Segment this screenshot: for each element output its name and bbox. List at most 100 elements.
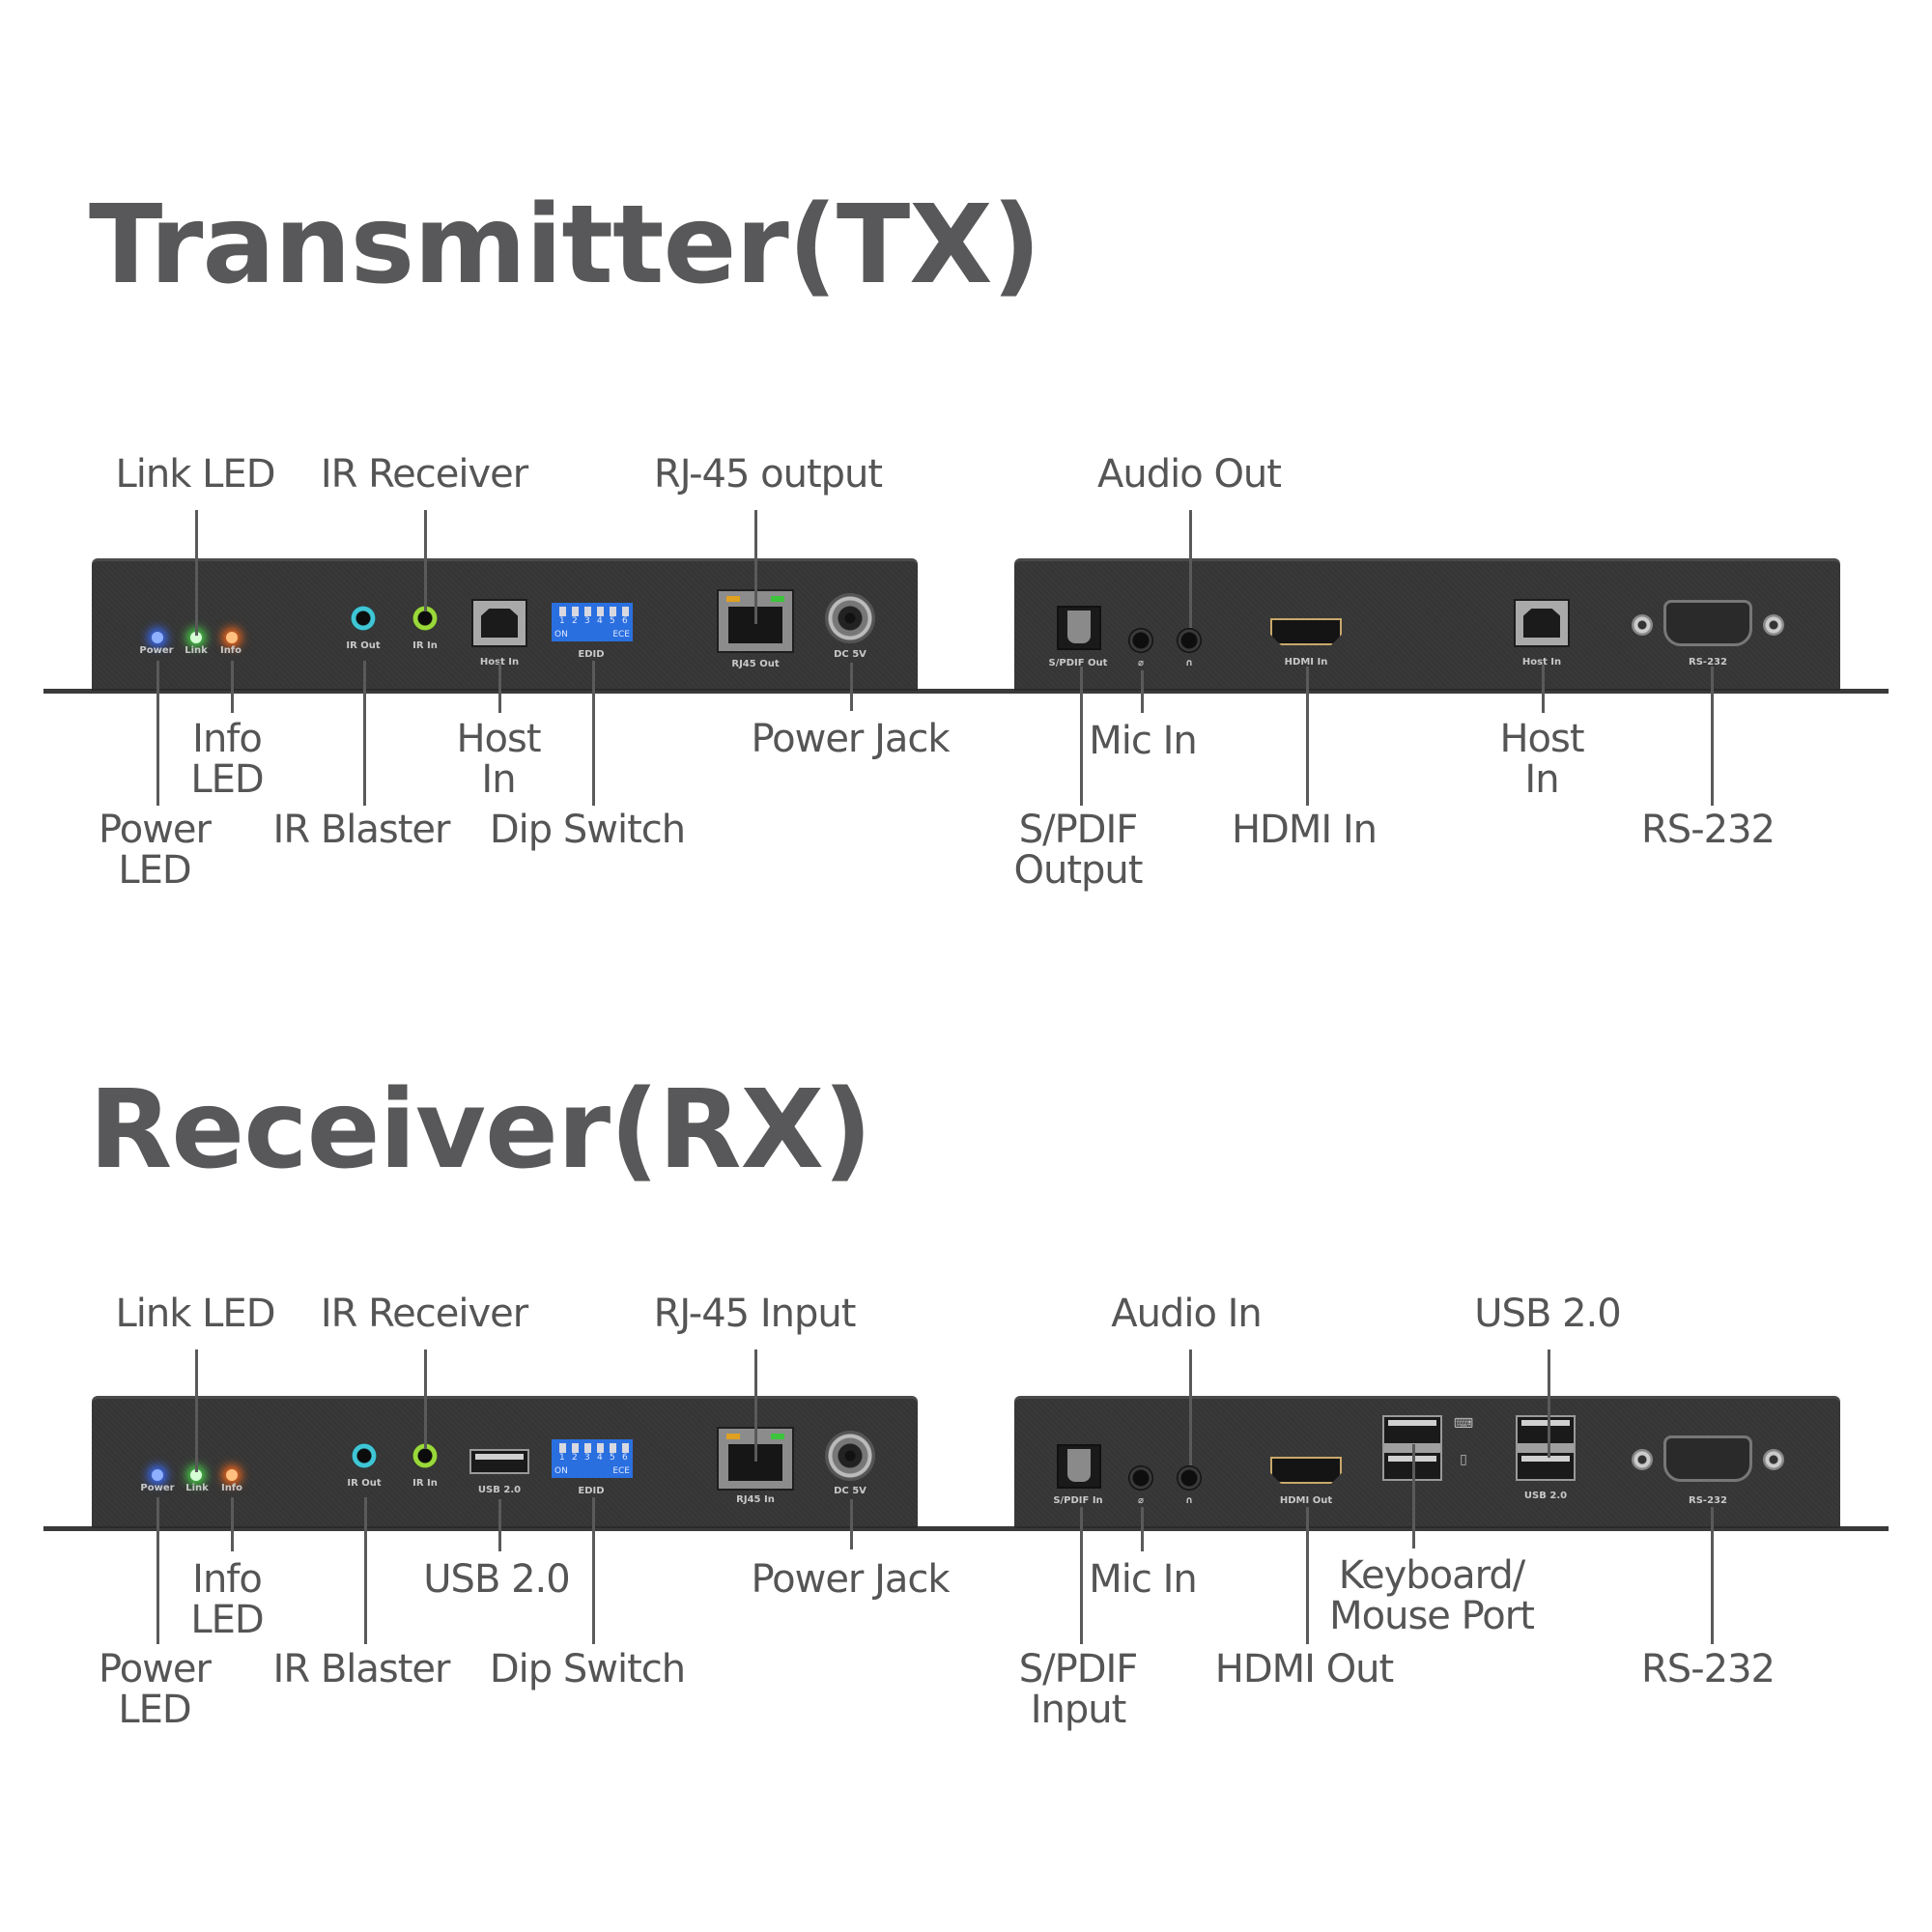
- dip-on-label: ON: [554, 630, 568, 639]
- rj45-link-led: [771, 596, 784, 602]
- rj45-activity-led: [726, 596, 740, 602]
- callout-info-led: Info LED: [190, 1557, 264, 1642]
- silk-rs232: RS-232: [1689, 657, 1727, 668]
- headphone-icon: ∩: [1184, 658, 1194, 668]
- usb-stack-icon: [1516, 1415, 1576, 1481]
- silk-ir-out: IR Out: [347, 1478, 382, 1489]
- silk-dc-5v: DC 5V: [834, 649, 867, 660]
- callout-audio-out: Audio Out: [1097, 452, 1282, 497]
- leader-line: [1080, 667, 1083, 806]
- silk-ir-out: IR Out: [346, 640, 381, 651]
- dip-toggle: [610, 1443, 616, 1453]
- leader-line: [850, 663, 853, 711]
- rx-rear-baseplate: [966, 1526, 1889, 1531]
- silk-power: Power: [140, 1483, 175, 1493]
- leader-line: [195, 1350, 198, 1472]
- callout-mic-in: Mic In: [1089, 1557, 1197, 1602]
- dip-number: 2: [572, 616, 578, 626]
- rj45-activity-led: [726, 1434, 740, 1439]
- callout-power-jack: Power Jack: [751, 1557, 950, 1602]
- leader-line: [1542, 665, 1545, 713]
- dip-toggle: [584, 607, 591, 616]
- silk-hdmi-out: HDMI Out: [1279, 1495, 1333, 1506]
- leader-line: [424, 1350, 427, 1449]
- mouse-icon: ▯: [1460, 1452, 1467, 1467]
- silk-hdmi-in: HDMI In: [1284, 657, 1328, 668]
- callout-power-led: Power LED: [99, 1647, 212, 1732]
- db9-serial-port-icon: [1663, 1435, 1752, 1482]
- db9-serial-port-icon: [1663, 600, 1752, 646]
- leader-line: [1711, 667, 1714, 806]
- dip-switch-icon: 1 2 3 4 5 6 ON ECE: [552, 1439, 633, 1478]
- db9-screw-icon: [1763, 1449, 1784, 1470]
- leader-line: [592, 661, 595, 806]
- dip-toggle: [572, 607, 579, 616]
- tx-title: Transmitter(TX): [89, 183, 1041, 308]
- leader-line: [1141, 1507, 1144, 1551]
- usb-tongue: [1388, 1420, 1436, 1426]
- callout-power-led: Power LED: [99, 808, 212, 893]
- silk-usb: USB 2.0: [1523, 1491, 1568, 1501]
- dip-number: 3: [584, 1453, 590, 1463]
- leader-line: [195, 510, 198, 636]
- power-led-icon: [152, 632, 163, 643]
- dip-toggle: [622, 1443, 629, 1453]
- usb-a-port-icon: [469, 1449, 529, 1474]
- silk-power: Power: [139, 645, 174, 656]
- dip-switch-icon: 1 2 3 4 5 6 ON ECE: [552, 603, 633, 641]
- dip-toggle: [559, 607, 566, 616]
- dc-power-jack-icon: [825, 593, 875, 643]
- dip-toggle: [584, 1443, 591, 1453]
- tx-rear-baseplate: [966, 689, 1889, 694]
- leader-line: [850, 1499, 853, 1549]
- rx-title: Receiver(RX): [89, 1067, 872, 1193]
- leader-line: [156, 661, 159, 806]
- callout-usb: USB 2.0: [423, 1557, 570, 1602]
- rx-front-baseplate: [43, 1526, 966, 1531]
- dip-ece-label: ECE: [612, 630, 630, 639]
- callout-usb: USB 2.0: [1474, 1292, 1621, 1336]
- power-led-icon: [152, 1469, 163, 1481]
- callout-spdif-input: S/PDIF Input: [1018, 1647, 1139, 1732]
- silk-spdif-out: S/PDIF Out: [1048, 658, 1108, 668]
- dip-ece-label: ECE: [612, 1466, 630, 1476]
- leader-line: [231, 1497, 234, 1551]
- callout-info-led: Info LED: [190, 717, 264, 802]
- callout-dip-switch: Dip Switch: [489, 1647, 686, 1691]
- dip-toggle: [559, 1443, 566, 1453]
- silk-host-in: Host In: [479, 657, 520, 668]
- dip-number: 1: [559, 616, 565, 626]
- silk-rs232: RS-232: [1689, 1495, 1727, 1506]
- db9-screw-icon: [1763, 614, 1784, 636]
- leader-line: [498, 1499, 501, 1551]
- leader-line: [1306, 1507, 1309, 1644]
- dip-toggle: [610, 607, 616, 616]
- callout-audio-in: Audio In: [1111, 1292, 1263, 1336]
- spdif-optical-port-icon: [1057, 1444, 1101, 1489]
- silk-edid: EDID: [578, 649, 605, 660]
- link-led-icon: [190, 632, 202, 643]
- silk-host-in: Host In: [1521, 657, 1562, 668]
- dc-power-jack-icon: [825, 1431, 875, 1481]
- usb-tongue: [1521, 1456, 1570, 1462]
- dip-toggle: [597, 607, 604, 616]
- leader-line: [231, 661, 234, 713]
- hdmi-port-icon: [1270, 618, 1342, 645]
- silk-rj45-in: RJ45 In: [736, 1494, 775, 1505]
- headphone-jack-icon: [1177, 1465, 1202, 1491]
- callout-host-in: Host In: [1499, 717, 1584, 802]
- microphone-icon: ⌀: [1137, 1495, 1145, 1506]
- info-led-icon: [226, 632, 238, 643]
- silk-link: Link: [185, 1483, 209, 1493]
- silk-ir-in: IR In: [412, 1478, 438, 1489]
- dip-number: 4: [597, 616, 603, 626]
- leader-line: [363, 661, 366, 806]
- callout-ir-receiver: IR Receiver: [320, 452, 528, 497]
- headphone-jack-icon: [1177, 628, 1202, 653]
- silk-info: Info: [220, 1483, 243, 1493]
- silk-ir-in: IR In: [412, 640, 438, 651]
- mic-jack-icon: [1128, 628, 1153, 653]
- mic-jack-icon: [1128, 1465, 1153, 1491]
- leader-line: [364, 1497, 367, 1644]
- callout-rs232: RS-232: [1641, 808, 1776, 852]
